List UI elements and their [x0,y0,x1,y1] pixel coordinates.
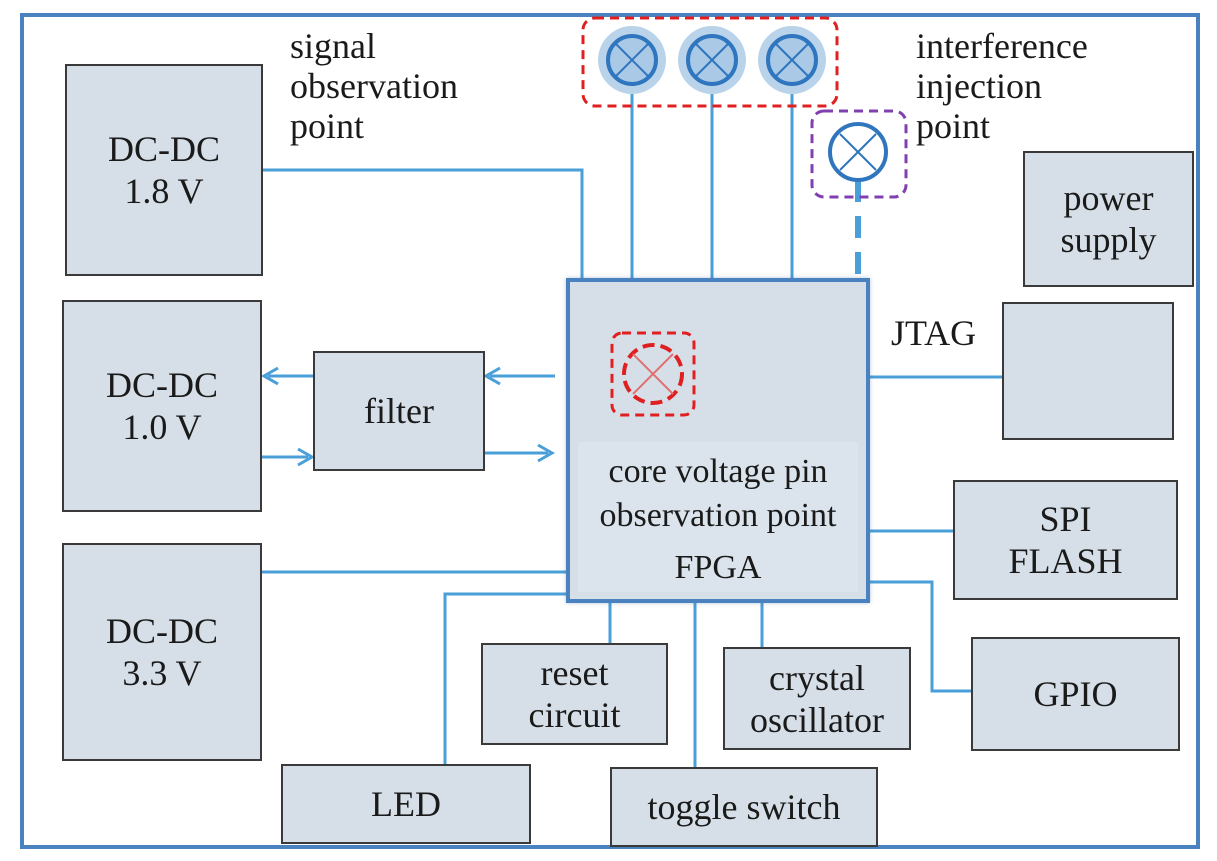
fpga-label-panel [578,442,858,592]
gpio-label: GPIO [1033,674,1118,714]
reset-circuit-line1: reset [540,653,609,693]
dcdc-3v3-voltage: 3.3 V [122,653,202,693]
arrowhead-filter-in [482,366,501,386]
led-label: LED [371,784,441,824]
power-supply-line1: power [1063,178,1154,218]
crystal-oscillator-line2: oscillator [750,699,884,740]
filter-label: filter [364,391,434,431]
interference-injection-line2: injection [916,66,1042,106]
dcdc-3v3-block: DC-DC 3.3 V [62,543,262,761]
interference-injection-line1: interference [916,26,1088,66]
spi-flash-block: SPI FLASH [953,480,1178,600]
probe-3-icon [758,26,826,94]
arrowhead-dcdc10 [260,366,279,386]
spi-flash-line2: FLASH [1008,541,1123,581]
wire-fpga-led [443,592,566,765]
dcdc-1v0-voltage: 1.0 V [122,407,202,447]
injection-probe-icon [828,122,888,182]
arrowhead-filter-left [297,447,316,467]
fpga-label: FPGA [674,549,762,586]
core-voltage-label-line2: observation point [599,497,837,534]
signal-observation-label: signal observation point [290,26,458,146]
gpio-block: GPIO [971,637,1180,751]
arrowhead-fpga-in [537,443,556,463]
interference-injection-line3: point [916,106,991,146]
core-voltage-label-line1: core voltage pin [608,453,828,490]
signal-observation-line1: signal [290,26,376,66]
power-supply-line2: supply [1060,220,1157,260]
board-outline [20,13,1200,849]
signal-observation-line3: point [290,106,365,146]
signal-observation-line2: observation [290,66,458,106]
jtag-block [1002,302,1174,440]
spi-flash-line1: SPI [1039,499,1092,539]
power-supply-block: power supply [1023,151,1194,287]
toggle-switch-label: toggle switch [647,787,841,827]
dcdc-1v0-title: DC-DC [105,365,218,405]
injection-probe-group [810,109,908,199]
dcdc-1v0-block: DC-DC 1.0 V [62,300,262,512]
crystal-oscillator-line1: crystal [769,657,865,698]
toggle-switch-block: toggle switch [610,767,878,847]
dcdc-1v8-block: DC-DC 1.8 V [65,64,263,276]
reset-circuit-line2: circuit [528,695,621,735]
probe-2-icon [678,26,746,94]
wire-dcdc18-fpga [263,168,584,278]
led-block: LED [281,764,531,844]
dcdc-1v8-voltage: 1.8 V [124,171,204,211]
crystal-oscillator-block: crystal oscillator [723,647,911,750]
dcdc-3v3-title: DC-DC [105,611,218,651]
wire-fpga-gpio [870,580,972,693]
filter-block: filter [313,351,485,471]
fpga-block: core voltage pin observation point FPGA [566,278,870,603]
jtag-label: JTAG [891,313,977,353]
dcdc-1v8-title: DC-DC [107,129,220,169]
probe-1-icon [598,26,666,94]
reset-circuit-block: reset circuit [481,643,668,745]
interference-injection-label: interference injection point [916,26,1088,146]
